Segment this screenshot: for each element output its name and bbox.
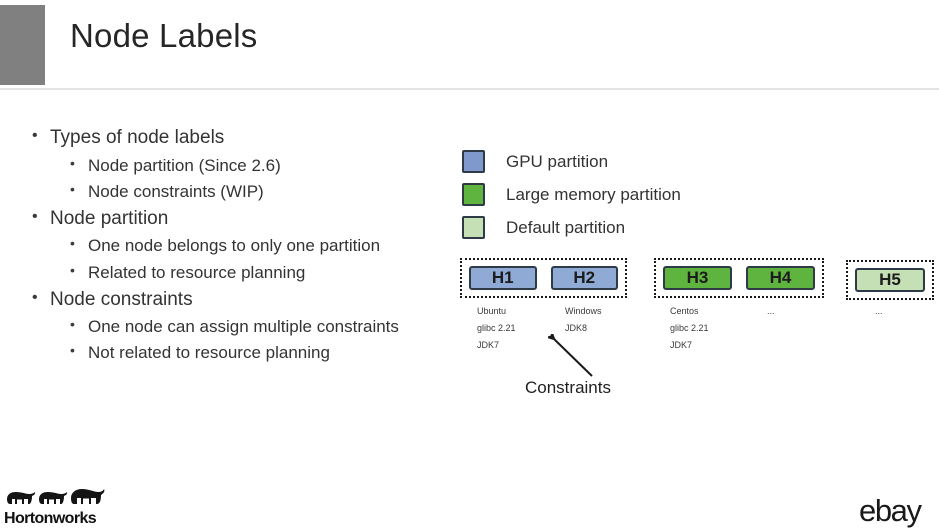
bullet-dot-icon: • [70,180,75,197]
node-box-h1: H1 [469,266,537,290]
legend-swatch-icon [462,216,485,239]
node-meta-line: Ubuntu [477,306,507,316]
node-meta-h3: Centos glibc 2.21 JDK7 [670,303,709,354]
node-box-h3: H3 [663,266,732,290]
node-meta-h1: Ubuntu glibc 2.21 JDK7 [477,303,516,354]
list-item-label: Related to resource planning [88,262,306,282]
node-meta-line: glibc 2.21 [670,323,709,333]
hortonworks-wordmark: Hortonworks [4,510,97,527]
list-item: • One node can assign multiple constrain… [28,314,458,339]
node-box-h5: H5 [855,268,925,292]
list-item-label: One node belongs to only one partition [88,236,381,256]
legend-item-gpu-partition: GPU partition [462,146,681,177]
bullet-dot-icon: • [70,342,75,359]
node-meta-line: Centos [670,306,699,316]
legend-item-label: Large memory partition [506,184,681,204]
list-item: • Related to resource planning [28,260,458,285]
partition-group-large-memory: H3 H4 [654,258,824,298]
node-box-h2: H2 [550,266,618,290]
bullet-dot-icon: • [32,127,38,144]
list-item-label: One node can assign multiple constraints [88,317,399,337]
node-diagram: H1 H2 H3 H4 H5 Ubuntu glibc 2.21 JDK7 Wi… [455,258,935,408]
title-accent-bar [0,5,45,85]
constraints-label: Constraints [525,378,611,397]
title-divider [0,88,939,90]
node-meta-line: Windows [565,306,602,316]
node-meta-line: JDK8 [565,323,588,333]
list-item-label: Types of node labels [50,127,225,148]
node-meta-line: glibc 2.21 [477,323,516,333]
ebay-logo: ebay [859,493,922,528]
node-meta-h2: Windows JDK8 [565,303,602,337]
list-item: • Node partition (Since 2.6) [28,153,458,178]
list-item-label: Node partition (Since 2.6) [88,155,281,175]
legend-item-default-partition: Default partition [462,212,681,243]
node-meta-line: ... [875,306,883,316]
list-item: • Node constraints [28,286,458,314]
list-item: • Types of node labels [28,124,458,152]
legend-item-large-memory-partition: Large memory partition [462,179,681,210]
legend-swatch-icon [462,183,485,206]
list-item: • Node partition [28,205,458,233]
partition-group-gpu: H1 H2 [460,258,627,298]
bullet-dot-icon: • [70,261,75,278]
node-meta-line: JDK7 [670,340,693,350]
node-meta-h5: ... [875,303,883,320]
node-box-h4: H4 [746,266,815,290]
list-item: • Not related to resource planning [28,340,458,365]
hortonworks-logo: Hortonworks [4,484,116,530]
node-meta-line: ... [767,306,775,316]
list-item-label: Not related to resource planning [88,343,330,363]
node-meta-line: JDK7 [477,340,500,350]
constraints-arrow-icon [548,334,593,377]
legend-swatch-icon [462,150,485,173]
elephants-icon [7,489,105,504]
legend: GPU partition Large memory partition Def… [462,146,681,245]
bullet-dot-icon: • [32,207,38,225]
bullet-list: • Types of node labels • Node partition … [28,124,458,367]
bullet-dot-icon: • [70,154,75,171]
partition-group-default: H5 [846,260,934,300]
node-meta-h4: ... [767,303,775,320]
list-item-label: Node partition [50,207,169,229]
legend-item-label: GPU partition [506,151,609,171]
page-title: Node Labels [70,17,258,54]
bullet-dot-icon: • [32,288,38,306]
list-item: • One node belongs to only one partition [28,233,458,258]
list-item-label: Node constraints [50,288,193,310]
legend-item-label: Default partition [506,217,626,237]
list-item: • Node constraints (WIP) [28,179,458,204]
bullet-dot-icon: • [70,316,75,333]
bullet-dot-icon: • [70,235,75,252]
list-item-label: Node constraints (WIP) [88,181,264,201]
